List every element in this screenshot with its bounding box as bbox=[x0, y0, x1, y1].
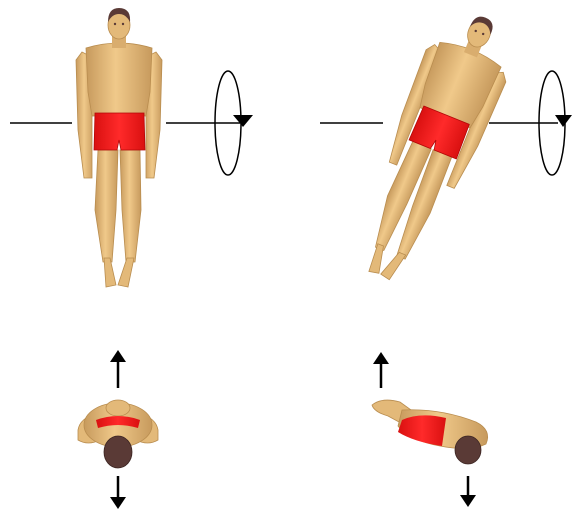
upright-body-front-icon bbox=[76, 8, 162, 287]
up-arrow-icon bbox=[373, 352, 389, 388]
panel-top-tilted bbox=[372, 352, 488, 507]
panel-front-tilted bbox=[320, 2, 572, 293]
up-arrow-icon bbox=[110, 350, 126, 388]
tilted-body-top-view-icon bbox=[372, 400, 488, 464]
panel-top-upright bbox=[78, 350, 158, 509]
tilted-body-front-icon bbox=[341, 2, 525, 293]
panel-front-upright bbox=[10, 8, 253, 287]
down-arrow-icon bbox=[110, 476, 126, 509]
down-arrow-icon bbox=[460, 476, 476, 507]
body-top-view-icon bbox=[78, 400, 158, 468]
